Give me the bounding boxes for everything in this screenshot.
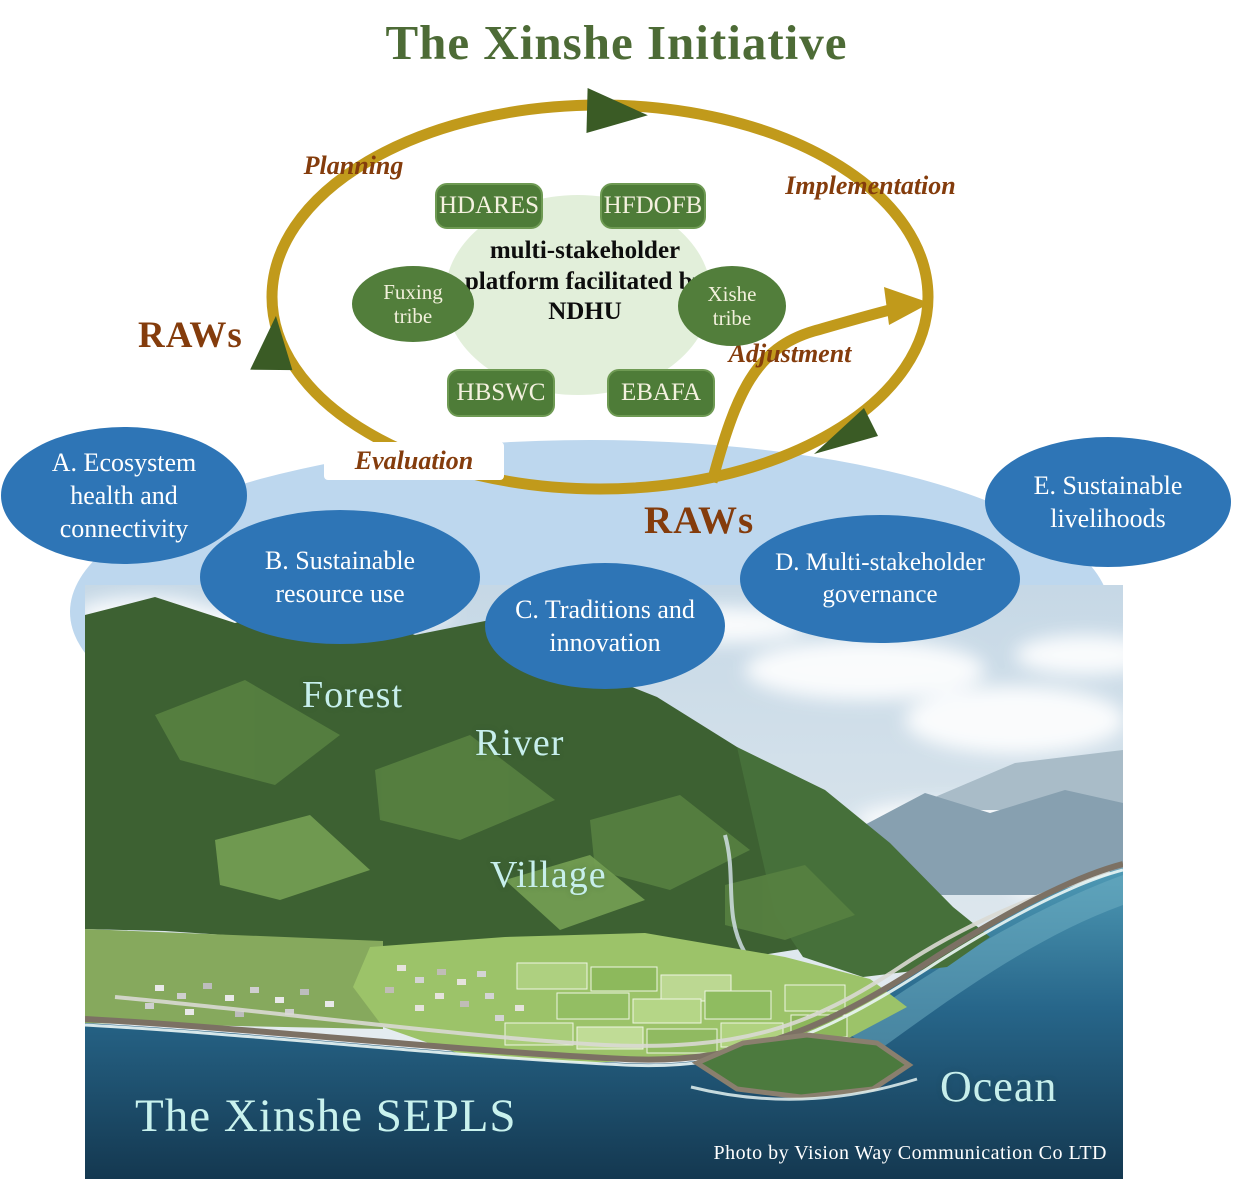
outcome-d-label: D. Multi-stakeholder governance [775,549,985,608]
forest-label: Forest [302,674,403,716]
field-patches [504,962,848,1054]
org-box-hbswc: HBSWC [447,369,555,417]
shoreline-strip [85,929,383,1029]
stream [723,834,747,955]
outcome-a-label: A. Ecosystem health and connectivity [51,447,197,544]
cycle-arrowhead-top-icon [586,88,648,134]
stage-label-adjustment: Adjustment [728,339,852,368]
cycle-arrowhead-bottomright-icon [814,408,878,454]
mountain-shading [155,680,855,940]
ocean [85,868,1123,1179]
stage-label-planning: Planning [303,151,404,180]
adjustment-arrowhead-icon [884,287,930,325]
photo-caption: The Xinshe SEPLS [135,1090,517,1142]
cycle-arrowhead-left-icon [250,316,293,371]
stage-label-evaluation-box: Evaluation [324,442,504,480]
outcome-ellipse-a: A. Ecosystem health and connectivity [1,427,247,564]
outcome-ellipse-e: E. Sustainable livelihoods [985,437,1231,567]
tribe-ellipse-fuxing: Fuxing tribe [352,266,474,342]
stage-label-implementation: Implementation [785,171,956,200]
tribe-xishe-label: Xishe tribe [707,281,757,330]
ocean-nearshore-band [845,875,1123,1053]
outcome-ellipse-d: D. Multi-stakeholder governance [740,515,1020,643]
outcome-ellipse-c: C. Traditions and innovation [485,563,725,689]
page-title: The Xinshe Initiative [385,15,848,70]
village-label: Village [490,854,607,896]
raws-label-bottom: RAWs [644,499,755,542]
org-box-hdares: HDARES [435,183,543,229]
outcome-ellipse-b: B. Sustainable resource use [200,510,480,644]
river-label: River [475,722,565,764]
tribe-ellipse-xishe: Xishe tribe [678,266,786,346]
stage-label-evaluation: Evaluation [354,446,474,476]
sepls-photo: Forest River Village Ocean The Xinshe SE… [85,585,1123,1179]
outcome-c-label: C. Traditions and innovation [515,594,695,657]
village-buildings [145,965,524,1021]
coast-road [114,871,1111,1048]
raws-label-left: RAWs [138,315,243,356]
platform-text: multi-stakeholder platform facilitated b… [464,237,706,325]
headland-foam [690,1077,918,1101]
org-box-hfdofb: HFDOFB [600,183,706,229]
tribe-fuxing-label: Fuxing tribe [383,279,443,328]
sepls-photo-scene [85,585,1123,1179]
headland [691,1032,914,1100]
ocean-label: Ocean [940,1062,1058,1111]
photo-credit: Photo by Vision Way Communication Co LTD [713,1142,1107,1164]
org-box-ebafa: EBAFA [607,369,715,417]
outcome-b-label: B. Sustainable resource use [264,545,416,608]
outcome-e-label: E. Sustainable livelihoods [1033,470,1183,533]
mountain-highlights [215,815,645,930]
